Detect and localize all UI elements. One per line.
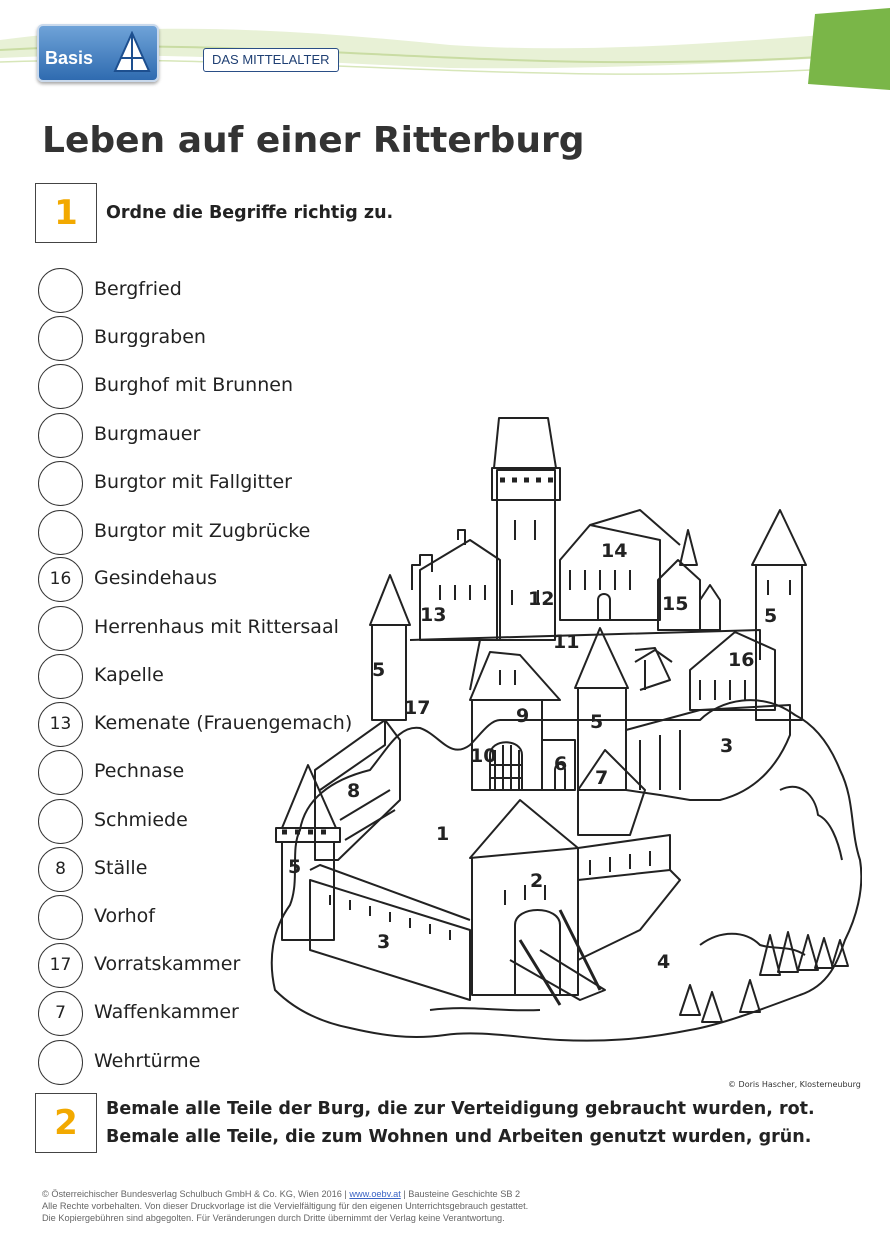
- footer-line-3: Die Kopiergebühren sind abgegolten. Für …: [42, 1213, 505, 1223]
- answer-circle[interactable]: [38, 316, 83, 361]
- triangle-logo-icon: [113, 31, 151, 72]
- task-2-line-2: Bemale alle Teile, die zum Wohnen und Ar…: [106, 1127, 812, 1147]
- castle-label: 14: [601, 540, 627, 562]
- tree: [679, 984, 701, 1016]
- castle-label: 4: [657, 951, 670, 973]
- tree: [739, 979, 761, 1013]
- castle-label: 10: [470, 745, 496, 767]
- castle-label: 17: [404, 697, 430, 719]
- term-label: Kemenate (Frauengemach): [94, 712, 353, 734]
- answer-circle[interactable]: 13: [38, 702, 83, 747]
- term-label: Burgtor mit Zugbrücke: [94, 520, 311, 542]
- term-label: Schmiede: [94, 809, 188, 831]
- answer-circle[interactable]: [38, 750, 83, 795]
- term-label: Kapelle: [94, 664, 164, 686]
- term-label: Burghof mit Brunnen: [94, 374, 293, 396]
- term-label: Ställe: [94, 857, 148, 879]
- rock-outline: [270, 699, 862, 1042]
- answer-circle[interactable]: [38, 799, 83, 844]
- tree: [701, 991, 723, 1023]
- tree: [777, 931, 799, 973]
- footer-line-1: © Österreichischer Bundesverlag Schulbuc…: [42, 1189, 521, 1199]
- answer-circle[interactable]: [38, 364, 83, 409]
- term-label: Vorratskammer: [94, 953, 241, 975]
- answer-circle[interactable]: [38, 510, 83, 555]
- castle-label: 5: [288, 856, 301, 878]
- answer-circle[interactable]: [38, 413, 83, 458]
- castle-label: 5: [590, 711, 603, 733]
- term-label: Wehrtürme: [94, 1050, 201, 1072]
- term-label: Burggraben: [94, 326, 206, 348]
- banner-waves: [0, 8, 890, 90]
- term-label: Herrenhaus mit Rittersaal: [94, 616, 339, 638]
- basis-logo: Basis: [37, 24, 159, 82]
- castle-label: 3: [377, 931, 390, 953]
- answer-circle[interactable]: 8: [38, 847, 83, 892]
- castle-label: 13: [420, 604, 446, 626]
- term-label: Burgmauer: [94, 423, 201, 445]
- castle-label: 15: [662, 593, 688, 615]
- task-2-line-1: Bemale alle Teile der Burg, die zur Vert…: [106, 1099, 815, 1119]
- footer: © Österreichischer Bundesverlag Schulbuc…: [42, 1188, 528, 1224]
- keep: [496, 469, 556, 641]
- green-corner-shape: [808, 8, 890, 90]
- castle-label: 11: [553, 631, 579, 653]
- tree: [831, 939, 849, 967]
- castle-label: 5: [764, 605, 777, 627]
- castle-label: 3: [720, 735, 733, 757]
- castle-label: 7: [595, 767, 608, 789]
- answer-circle[interactable]: [38, 606, 83, 651]
- castle-label: 16: [728, 649, 754, 671]
- task-1-instruction: Ordne die Begriffe richtig zu.: [106, 203, 394, 223]
- term-label: Burgtor mit Fallgitter: [94, 471, 292, 493]
- page-title: Leben auf einer Ritterburg: [42, 120, 585, 161]
- answer-circle[interactable]: 16: [38, 557, 83, 602]
- answer-circle[interactable]: 7: [38, 991, 83, 1036]
- castle-label: 2: [530, 870, 543, 892]
- castle-illustration: 14 12 15 5 13 11 5 16 17 9 5 3 10 6 7 8 …: [270, 417, 862, 1042]
- tree: [759, 934, 781, 976]
- term-label: Waffenkammer: [94, 1001, 239, 1023]
- term-label: Vorhof: [94, 905, 155, 927]
- tree: [797, 934, 819, 971]
- term-label: Gesindehaus: [94, 567, 218, 589]
- tree: [814, 937, 834, 969]
- section-label: DAS MITTELALTER: [203, 48, 339, 72]
- castle-label: 5: [372, 659, 385, 681]
- answer-circle[interactable]: [38, 895, 83, 940]
- task-1-number: 1: [35, 183, 97, 243]
- term-label: Pechnase: [94, 760, 185, 782]
- castle-label: 8: [347, 780, 360, 802]
- answer-circle[interactable]: [38, 654, 83, 699]
- castle-label: 6: [554, 753, 567, 775]
- answer-circle[interactable]: [38, 461, 83, 506]
- castle-label: 1: [436, 823, 449, 845]
- term-label: Bergfried: [94, 278, 182, 300]
- answer-circle[interactable]: 17: [38, 943, 83, 988]
- header-banner: [0, 0, 890, 100]
- task-2-number: 2: [35, 1093, 97, 1153]
- castle-label: 9: [516, 705, 529, 727]
- image-credit: © Doris Hascher, Klosterneuburg: [728, 1080, 861, 1089]
- castle-label: 12: [528, 588, 554, 610]
- answer-circle[interactable]: [38, 268, 83, 313]
- publisher-link[interactable]: www.oebv.at: [349, 1189, 401, 1199]
- footer-line-2: Alle Rechte vorbehalten. Von dieser Druc…: [42, 1201, 529, 1211]
- answer-circle[interactable]: [38, 1040, 83, 1085]
